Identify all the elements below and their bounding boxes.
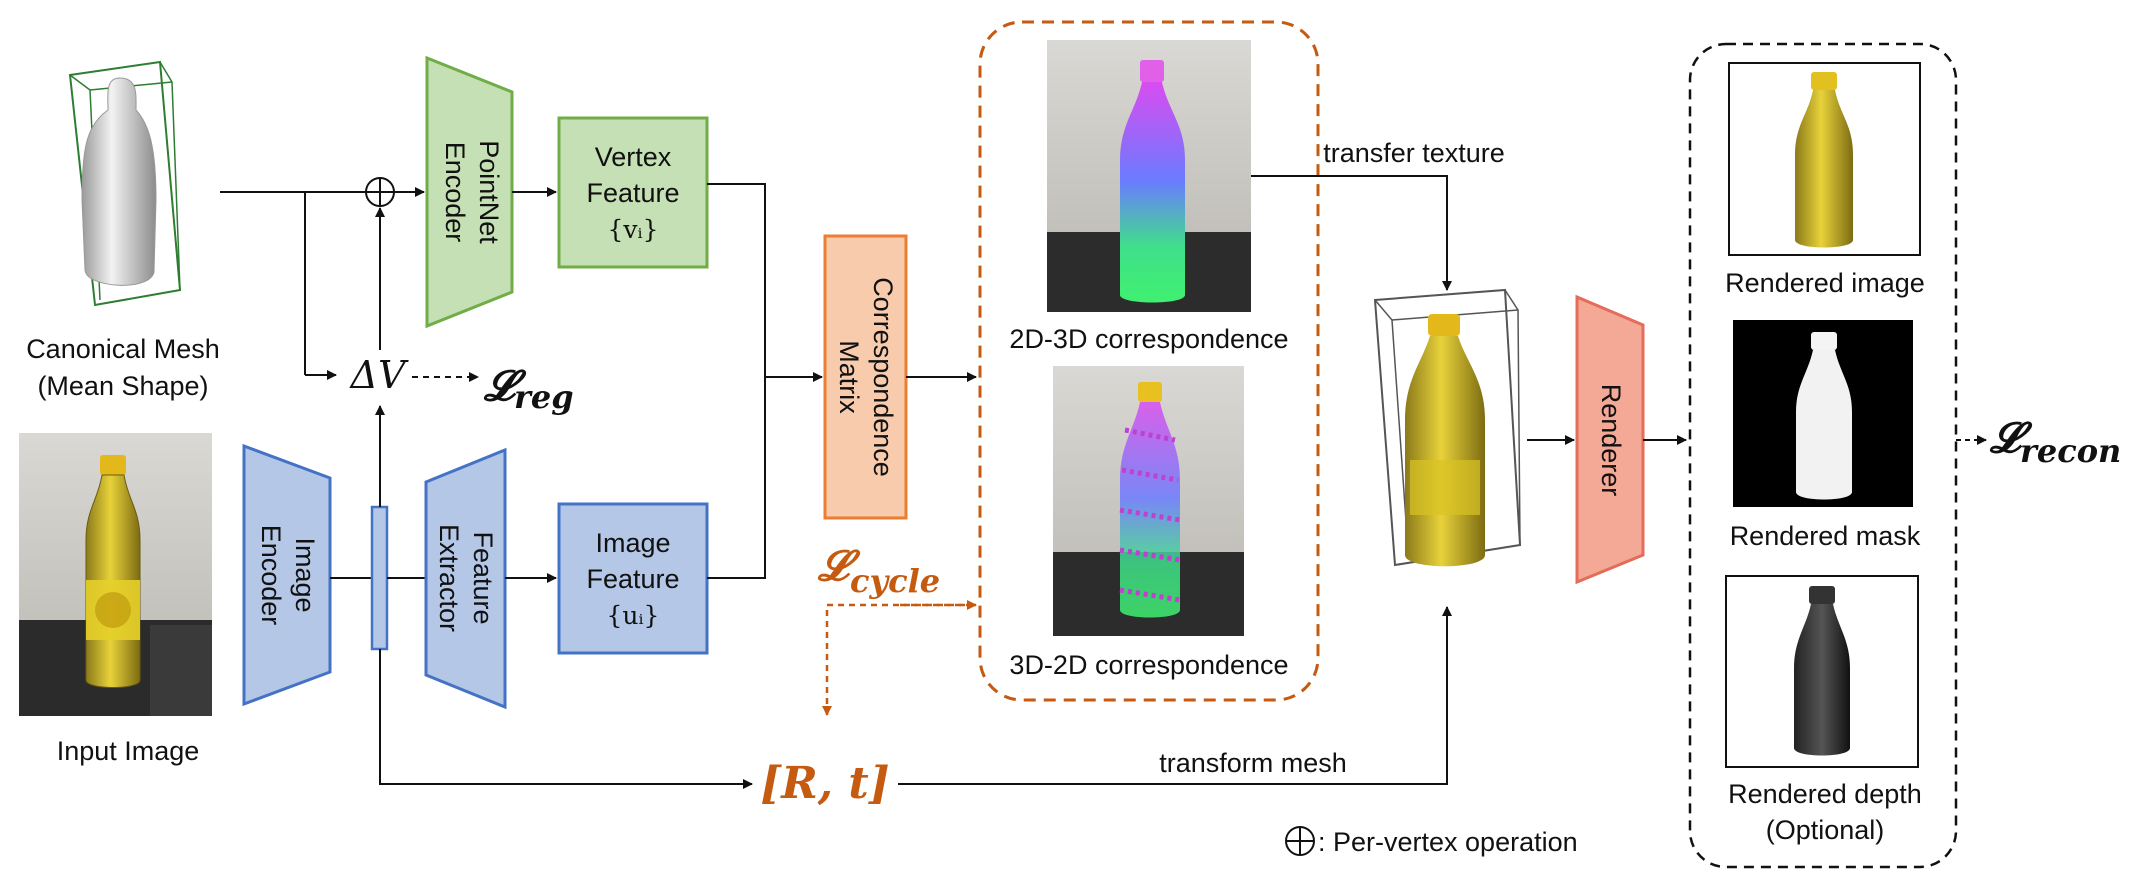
delta-v-label: ΔV: [349, 353, 409, 397]
input-image-photo: [19, 433, 212, 716]
correspondence-group: [978, 20, 1320, 702]
feature-extractor-sublabel: Extractor: [434, 524, 464, 632]
cycle-to-pose-arrow: [822, 603, 976, 716]
rendered-mask-label: Rendered mask: [1730, 521, 1921, 551]
pointnet-encoder-block: [425, 55, 514, 329]
transfer-texture-arrow: [1251, 175, 1452, 291]
correspondence-matrix-block: [823, 234, 908, 520]
rendered-image-label: Rendered image: [1725, 268, 1925, 298]
canonical-mesh-label: Canonical Mesh: [26, 334, 220, 364]
pose-rt-label: [R, t]: [760, 758, 889, 809]
image-feature-sublabel: Feature: [586, 564, 679, 594]
transfer-texture-label: transfer texture: [1323, 138, 1505, 168]
image-feature-label: Image: [595, 528, 670, 558]
renderer-label: Renderer: [1596, 384, 1626, 497]
correspondence-3d2d-label: 3D-2D correspondence: [1009, 650, 1288, 680]
latent-to-pose-arrow: [379, 649, 753, 789]
vertex-feature-label: Vertex: [595, 142, 672, 172]
vertex-feature-symbol: {vᵢ}: [608, 215, 659, 244]
rendered-image-thumb: [1728, 62, 1921, 256]
correspondence-matrix-sublabel: Matrix: [834, 340, 864, 414]
renderer-block: [1575, 294, 1645, 585]
transform-mesh-label: transform mesh: [1159, 748, 1347, 778]
correspondence-3d2d-image: [1053, 366, 1244, 636]
image-encoder-block: [242, 443, 332, 707]
vertex-feature-block: [557, 116, 709, 269]
rendered-depth-thumb: [1725, 575, 1919, 768]
vertex-feature-sublabel: Feature: [586, 178, 679, 208]
rendered-depth-label: Rendered depth: [1728, 779, 1922, 809]
correspondence-2d3d-label: 2D-3D correspondence: [1009, 324, 1288, 354]
image-feature-symbol: {uᵢ}: [607, 601, 660, 630]
image-encoder-sublabel: Encoder: [256, 525, 286, 626]
rendered-outputs-group: [1688, 42, 1958, 869]
legend-op-icon: [1285, 826, 1315, 856]
feature-extractor-block: [424, 447, 507, 710]
correspondence-matrix-label: Correspondence: [868, 277, 898, 477]
canonical-mesh-sublabel: (Mean Shape): [37, 371, 208, 401]
rendered-depth-sublabel: (Optional): [1766, 815, 1885, 845]
textured-mesh-figure: [1373, 288, 1522, 567]
loss-cycle-subscript: cycle: [850, 562, 940, 600]
pointnet-encoder-label: PointNet: [474, 140, 504, 244]
latent-code-block: [370, 505, 389, 651]
legend-op-label: : Per-vertex operation: [1318, 827, 1578, 857]
pointnet-encoder-sublabel: Encoder: [440, 142, 470, 243]
canonical-mesh-figure: [68, 60, 182, 307]
feature-extractor-label: Feature: [468, 531, 498, 624]
per-vertex-op-icon: [365, 177, 395, 207]
input-image-label: Input Image: [57, 736, 200, 766]
image-encoder-label: Image: [290, 537, 320, 612]
rendered-mask-thumb: [1733, 320, 1913, 507]
transform-mesh-arrow: [898, 606, 1452, 785]
loss-recon-subscript: recon: [2020, 432, 2121, 470]
correspondence-2d3d-image: [1047, 40, 1251, 312]
features-merge-line: [707, 183, 766, 579]
loss-reg-subscript: reg: [514, 378, 574, 416]
